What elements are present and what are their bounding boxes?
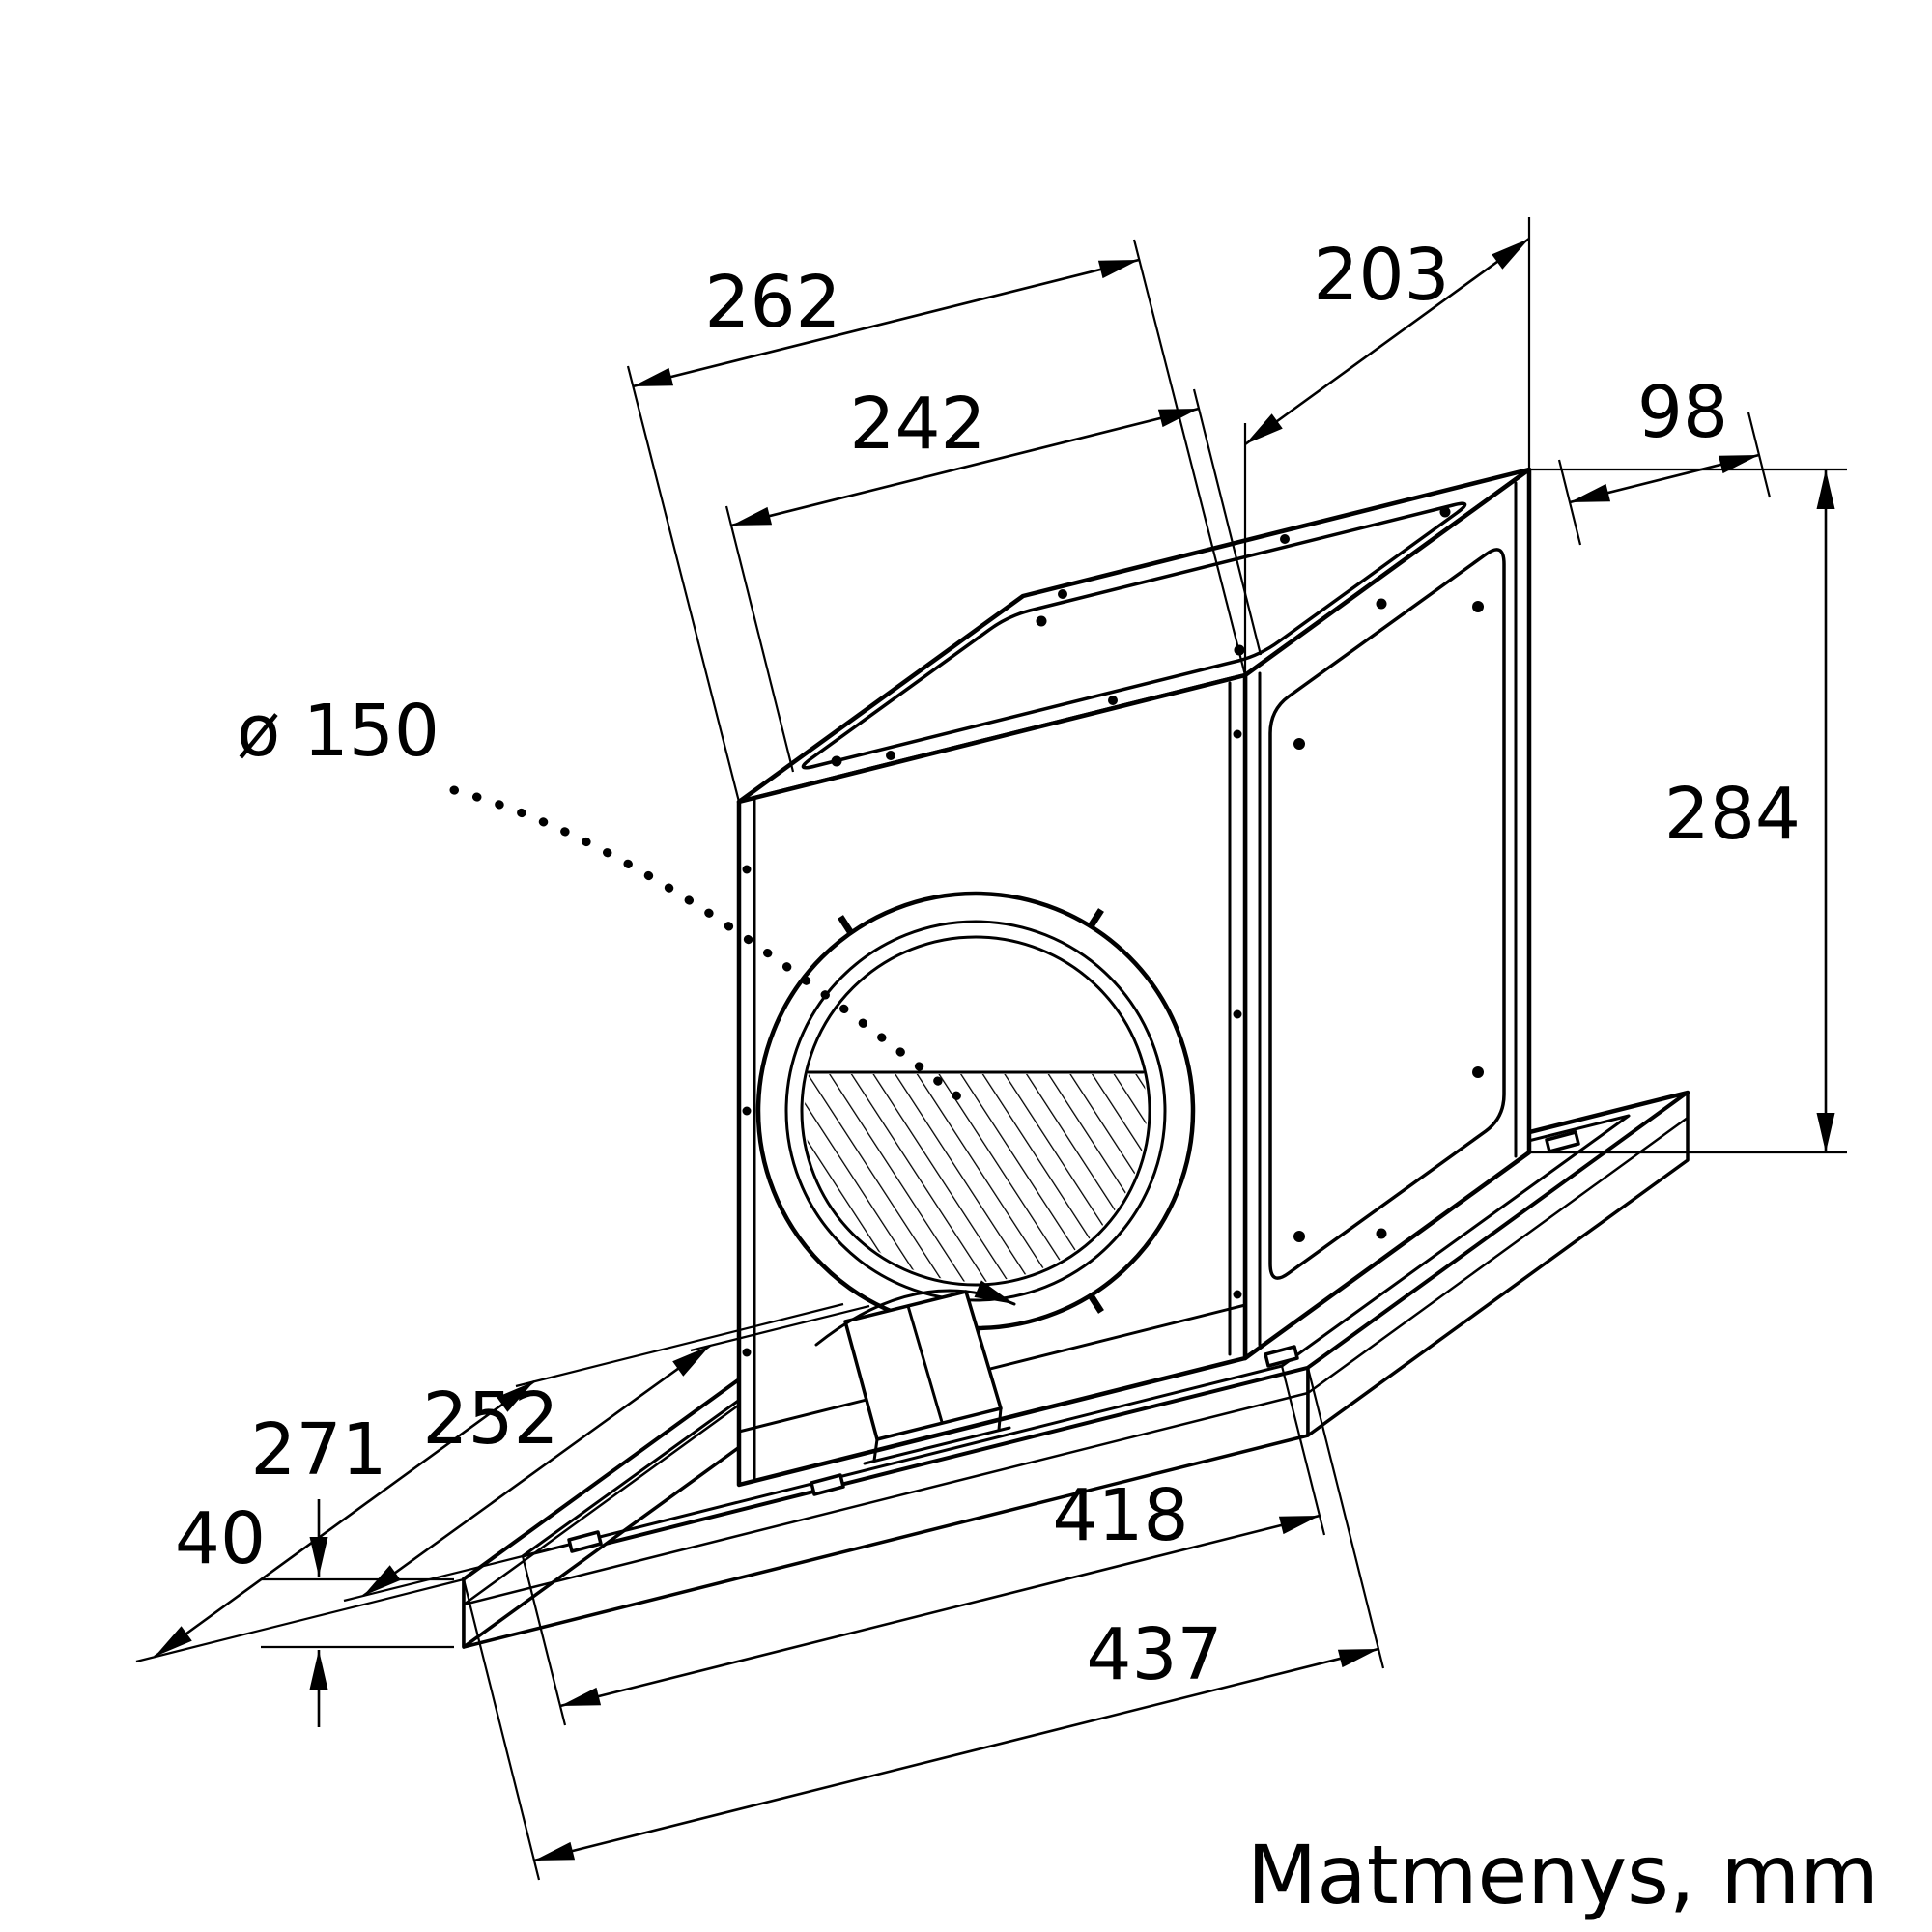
side-panel-gasket [1268,548,1506,1280]
dimension-labels: 262 242 203 98 284 ø 150 40 252 271 418 … [175,234,1801,1696]
flap-swing-arrow [814,1280,1016,1347]
dim-label-box-height: 284 [1664,773,1801,856]
dim-line-437 [533,1647,1379,1862]
dim-label-box-width-outer: 262 [704,261,840,344]
plate-right-edge [1306,1091,1690,1437]
duct-connection [755,891,1196,1331]
top-face-screw-holes [831,506,1451,767]
top-air-outlet-gasket [801,501,1467,770]
dim-label-plate-width-outer: 271 [250,1408,386,1492]
units-caption: Matmenys, mm [1247,1828,1879,1922]
dim-label-plate-length-outer: 437 [1086,1613,1222,1696]
non-return-flap [814,1280,1016,1465]
side-panel-screw-holes [1293,598,1484,1242]
dim-line-98 [1569,453,1760,504]
dim-label-duct-diameter: ø 150 [237,690,440,773]
box-flange-lines [737,481,1518,1483]
diameter-leader-dotted [449,785,966,1104]
dim-label-panel-height: 40 [175,1497,266,1580]
flange-mount-tabs [838,908,1104,1314]
dim-label-plate-width-inner: 252 [422,1378,558,1461]
dimension-lines [154,237,1835,1862]
dim-line-203 [1244,237,1530,446]
dim-line-262 [632,258,1140,388]
dim-line-271 [154,1379,535,1659]
dim-label-box-depth: 203 [1313,234,1449,317]
flange-screw-holes [742,729,1242,1357]
dim-label-top-offset: 98 [1637,371,1728,454]
dim-label-box-width-inner: 242 [849,383,985,466]
dim-label-plate-length-inner: 418 [1052,1474,1188,1557]
dim-line-242 [730,407,1200,527]
